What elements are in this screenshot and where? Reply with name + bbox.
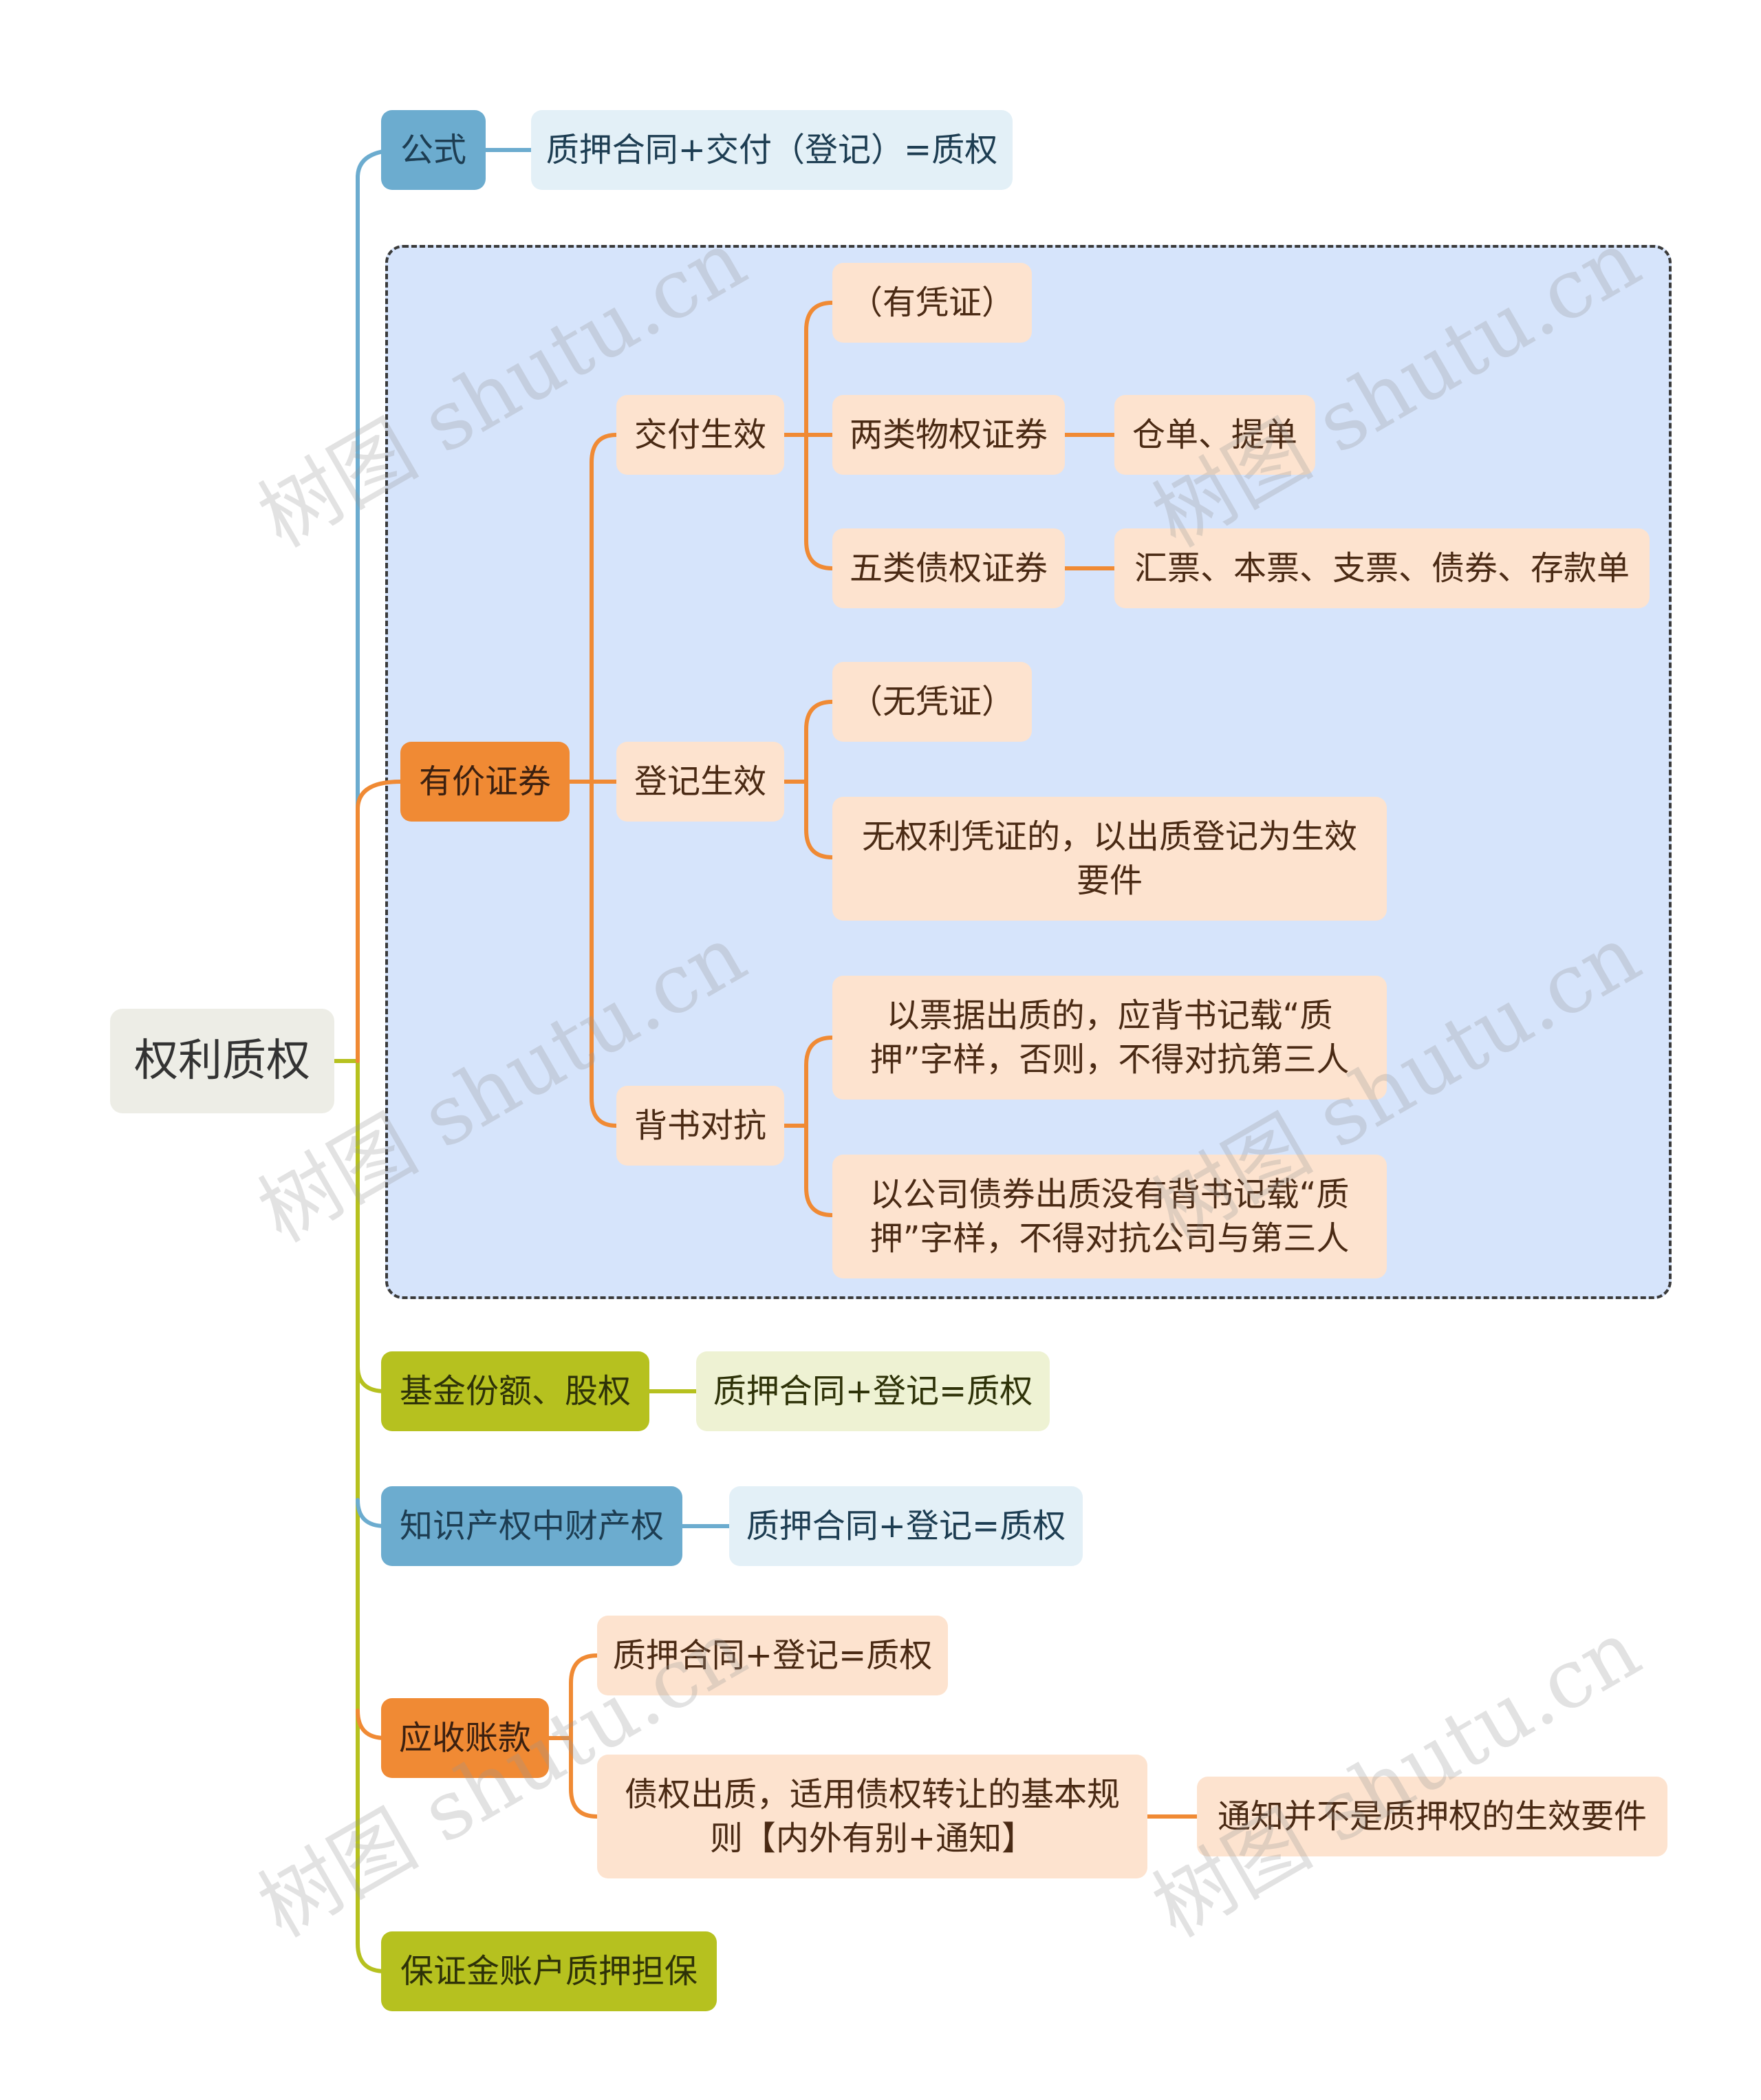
branch-securities-line (356, 780, 402, 1063)
receivables-formula[interactable]: 质押合同+登记=质权 (597, 1616, 948, 1695)
branch-ip-line (356, 1498, 387, 1528)
fund-equity-value[interactable]: 质押合同+登记=质权 (696, 1351, 1050, 1431)
branch-fund-equity[interactable]: 基金份额、股权 (381, 1351, 649, 1431)
five-class-items[interactable]: 汇票、本票、支票、债券、存款单 (1114, 528, 1650, 608)
branch-formula[interactable]: 公式 (381, 110, 486, 190)
branch-securities[interactable]: 有价证券 (400, 742, 570, 822)
registration-detail[interactable]: 无权利凭证的，以出质登记为生效要件 (832, 797, 1387, 921)
branch-receivables-line (356, 1708, 387, 1740)
endorsement-effect[interactable]: 背书对抗 (616, 1086, 784, 1166)
two-class-securities[interactable]: 两类物权证券 (832, 395, 1065, 475)
trunk-line-green (356, 1059, 387, 1973)
root-topic[interactable]: 权利质权 (110, 1009, 334, 1113)
delivery-note[interactable]: （有凭证） (832, 263, 1032, 343)
registration-effect[interactable]: 登记生效 (616, 742, 784, 822)
receivables-note[interactable]: 通知并不是质押权的生效要件 (1197, 1777, 1667, 1856)
branch-deposit-account[interactable]: 保证金账户质押担保 (381, 1931, 717, 2011)
formula-value[interactable]: 质押合同+交付（登记）=质权 (531, 110, 1013, 190)
branch-receivables[interactable]: 应收账款 (381, 1698, 549, 1778)
endorsement-bond[interactable]: 以公司债券出质没有背书记载“质押”字样，不得对抗公司与第三人 (832, 1155, 1387, 1278)
receivables-rule[interactable]: 债权出质，适用债权转让的基本规则【内外有别+通知】 (597, 1755, 1147, 1878)
ip-value[interactable]: 质押合同+登记=质权 (729, 1486, 1083, 1566)
delivery-effect[interactable]: 交付生效 (616, 395, 784, 475)
trunk-line-blue (356, 148, 402, 1063)
branch-ip[interactable]: 知识产权中财产权 (381, 1486, 682, 1566)
five-class-securities[interactable]: 五类债权证券 (832, 528, 1065, 608)
endorsement-bill[interactable]: 以票据出质的，应背书记载“质押”字样，否则，不得对抗第三人 (832, 976, 1387, 1100)
two-class-items[interactable]: 仓单、提单 (1114, 395, 1315, 475)
branch-fund-line (356, 1364, 387, 1393)
registration-note[interactable]: （无凭证） (832, 662, 1032, 742)
